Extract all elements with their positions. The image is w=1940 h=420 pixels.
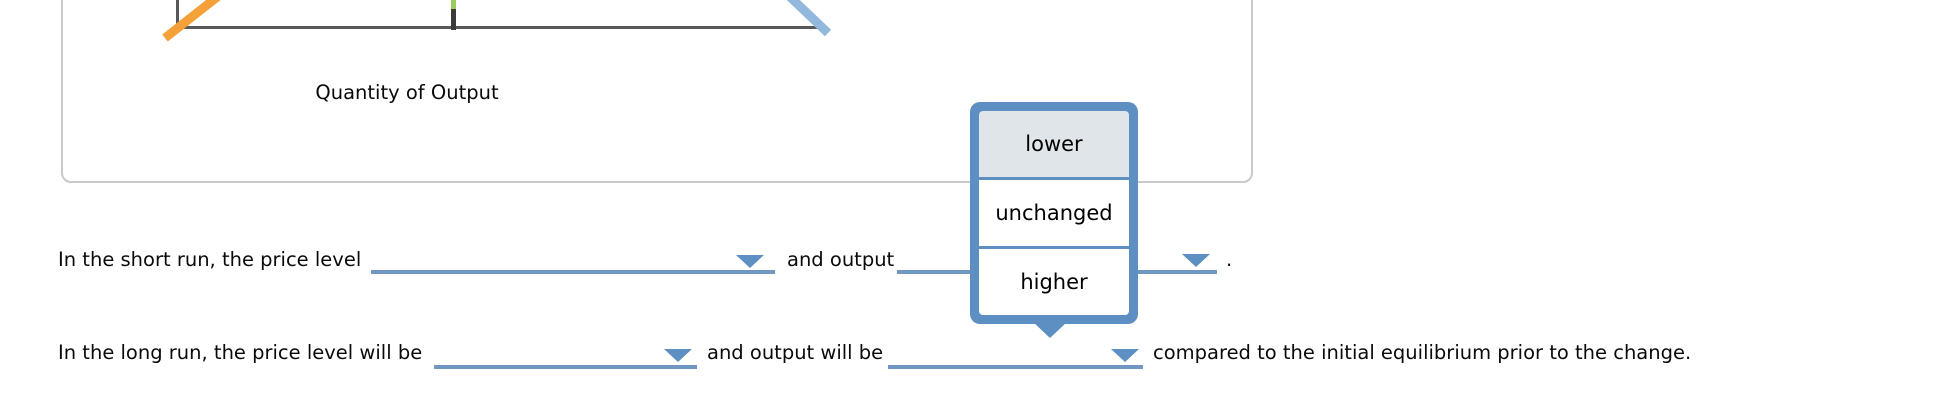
long-run-price-level-select[interactable] bbox=[434, 365, 697, 369]
long-run-output-select[interactable] bbox=[888, 365, 1143, 369]
question-line1-prefix: In the short run, the price level bbox=[58, 248, 362, 271]
short-run-price-level-select[interactable] bbox=[371, 270, 775, 274]
question-line1-period: . bbox=[1226, 248, 1233, 271]
blue-curve-segment bbox=[786, 0, 832, 37]
question-line2-prefix: In the long run, the price level will be bbox=[58, 341, 423, 364]
dropdown-menu: lower unchanged higher bbox=[970, 102, 1138, 324]
question-line2-suffix: compared to the initial equilibrium prio… bbox=[1153, 341, 1692, 364]
orange-curve-segment bbox=[162, 0, 221, 42]
dropdown-menu-options: lower unchanged higher bbox=[979, 111, 1129, 315]
dropdown-menu-notch-icon bbox=[1032, 321, 1068, 338]
x-axis-label: Quantity of Output bbox=[315, 81, 499, 104]
dropdown-option-unchanged[interactable]: unchanged bbox=[979, 180, 1129, 246]
dropdown-option-lower[interactable]: lower bbox=[979, 111, 1129, 177]
short-run-price-level-dropdown-arrow-icon[interactable] bbox=[736, 255, 764, 268]
long-run-price-level-dropdown-arrow-icon[interactable] bbox=[664, 349, 692, 362]
dropdown-option-higher[interactable]: higher bbox=[979, 249, 1129, 315]
question-line1-middle: and output bbox=[787, 248, 895, 271]
aggregate-supply-demand-chart bbox=[162, 0, 832, 42]
short-run-output-dropdown-arrow-icon[interactable] bbox=[1182, 254, 1210, 267]
question-line2-middle: and output will be bbox=[707, 341, 884, 364]
long-run-output-dropdown-arrow-icon[interactable] bbox=[1111, 349, 1139, 362]
